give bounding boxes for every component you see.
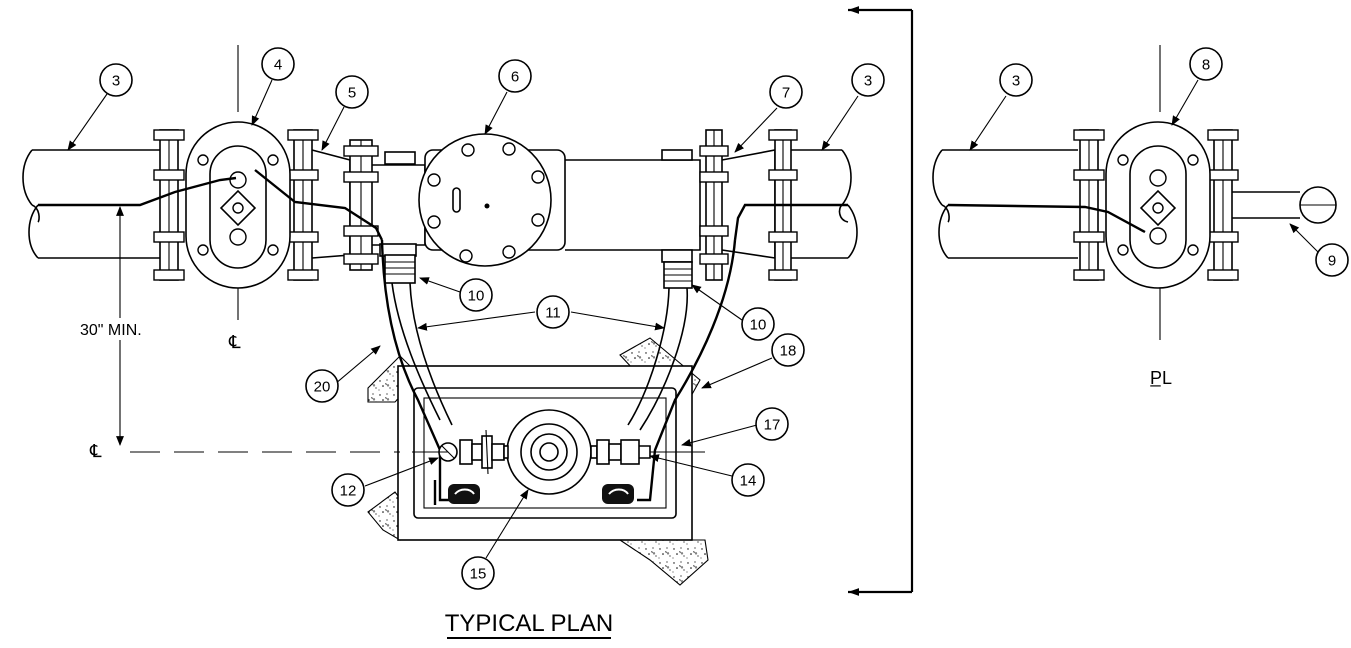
callout-3-left-number: 3 (112, 73, 120, 90)
detail-flange-1 (1073, 129, 1105, 281)
flange-right-meter (699, 129, 729, 281)
callout-15-number: 15 (470, 566, 487, 583)
leader-lines (67, 79, 1319, 559)
flange-left-2 (287, 129, 319, 281)
callout-8-number: 8 (1202, 57, 1210, 74)
callout-15: 15 (461, 556, 495, 590)
section-cut-marker (848, 6, 914, 596)
callout-3-mid: 3 (851, 63, 885, 97)
callout-3-mid-number: 3 (864, 73, 872, 90)
service-lines (391, 282, 689, 431)
detail-flange-2 (1207, 129, 1239, 281)
valve-handle (1232, 186, 1337, 224)
gate-valve-left (185, 121, 291, 289)
main-pipe-left (22, 149, 160, 259)
property-line-symbol: P̲L (1149, 368, 1172, 388)
tracer-wire-main (38, 169, 384, 241)
tracer-wire-right (733, 203, 848, 241)
callout-7: 7 (769, 75, 803, 109)
tracer-wire-box-left (380, 239, 455, 505)
callout-10-left: 10 (459, 278, 493, 312)
callout-17: 17 (755, 407, 789, 441)
detail-gate-valve (1105, 121, 1211, 289)
callout-8: 8 (1189, 47, 1223, 81)
callout-17-number: 17 (764, 417, 781, 434)
callout-3-left: 3 (99, 63, 133, 97)
callout-9-number: 9 (1328, 253, 1336, 270)
tracer-wire-box-right (637, 239, 737, 502)
union-fitting-right (663, 261, 693, 289)
meter-body (418, 133, 701, 267)
callout-12-number: 12 (340, 483, 357, 500)
callout-12: 12 (331, 473, 365, 507)
dimension-label: 30" MIN. (80, 322, 142, 339)
union-fitting-left (384, 254, 416, 284)
callout-10-left-number: 10 (468, 288, 485, 305)
callout-20-number: 20 (314, 379, 331, 396)
callout-11: 11 (536, 295, 570, 329)
meter-assembly (438, 409, 651, 495)
drawing-title: TYPICAL PLAN (445, 610, 614, 637)
coil-right (602, 484, 634, 504)
callout-4-number: 4 (274, 57, 282, 74)
centerline-symbol-horizontal: ℄ (89, 441, 102, 461)
dimension-label-bg (78, 318, 176, 340)
callout-18: 18 (771, 333, 805, 367)
callout-5-number: 5 (348, 85, 356, 102)
callout-4: 4 (261, 47, 295, 81)
pipe-spool-left (311, 139, 426, 271)
callout-14-number: 14 (740, 473, 757, 490)
callout-18-number: 18 (780, 343, 797, 360)
callout-9: 9 (1315, 243, 1349, 277)
centerline-symbol-left: ℄ (228, 332, 241, 352)
coil-left (448, 484, 480, 504)
callout-20: 20 (305, 369, 339, 403)
detail-tracer-wire (947, 203, 1146, 234)
callout-10-right: 10 (741, 307, 775, 341)
callout-3-right-number: 3 (1012, 73, 1020, 90)
callout-7-number: 7 (782, 85, 790, 102)
callout-6: 6 (498, 59, 532, 93)
callout-6-number: 6 (511, 69, 519, 86)
callout-3-right: 3 (999, 63, 1033, 97)
callout-11-number: 11 (545, 305, 561, 322)
detail-pipe (932, 149, 1078, 259)
flange-left-1 (153, 129, 185, 281)
callout-14: 14 (731, 463, 765, 497)
callout-10-right-number: 10 (750, 317, 767, 334)
callout-5: 5 (335, 75, 369, 109)
